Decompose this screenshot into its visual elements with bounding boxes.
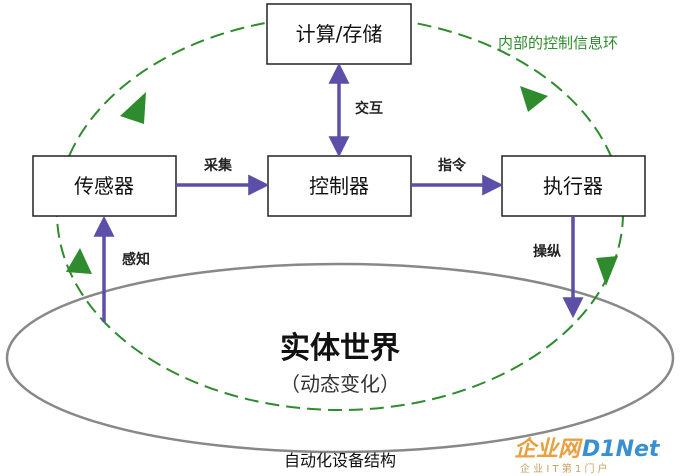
watermark-brand-cn: 企业网 <box>514 436 583 462</box>
watermark-brand-en: D1Net <box>582 437 661 462</box>
actuator-label: 执行器 <box>543 174 603 198</box>
command-label: 指令 <box>438 157 467 174</box>
sensor-node: 传感器 <box>32 155 177 217</box>
collect-label: 采集 <box>203 157 233 174</box>
physical-world-ellipse <box>5 262 675 454</box>
loop-arrowhead-upper-right <box>520 86 548 112</box>
figure-caption: 自动化设备结构 <box>284 451 396 470</box>
physical-world-title: 实体世界 <box>280 331 400 366</box>
actuator-node: 执行器 <box>501 155 646 217</box>
controller-node: 控制器 <box>267 155 412 217</box>
controller-label: 控制器 <box>309 174 369 198</box>
operate-label: 操纵 <box>533 243 561 260</box>
loop-arrowhead-lower-left <box>66 248 92 274</box>
watermark-tagline: 企 业 I T 第 1 门 户 <box>520 462 608 475</box>
compute-storage-node: 计算/存储 <box>266 3 412 65</box>
loop-arrowhead-upper-left <box>120 92 146 124</box>
d1net-watermark-logo: 企业网 D1Net 企 业 I T 第 1 门 户 <box>514 436 661 475</box>
perceive-label: 感知 <box>122 251 150 268</box>
loop-arrowhead-lower-right <box>596 256 618 286</box>
interact-label: 交互 <box>355 100 383 117</box>
compute-storage-label: 计算/存储 <box>296 22 383 46</box>
control-loop-label: 内部的控制信息环 <box>498 34 618 52</box>
physical-world-subtitle: （动态变化） <box>280 372 400 396</box>
sensor-label: 传感器 <box>74 174 134 198</box>
